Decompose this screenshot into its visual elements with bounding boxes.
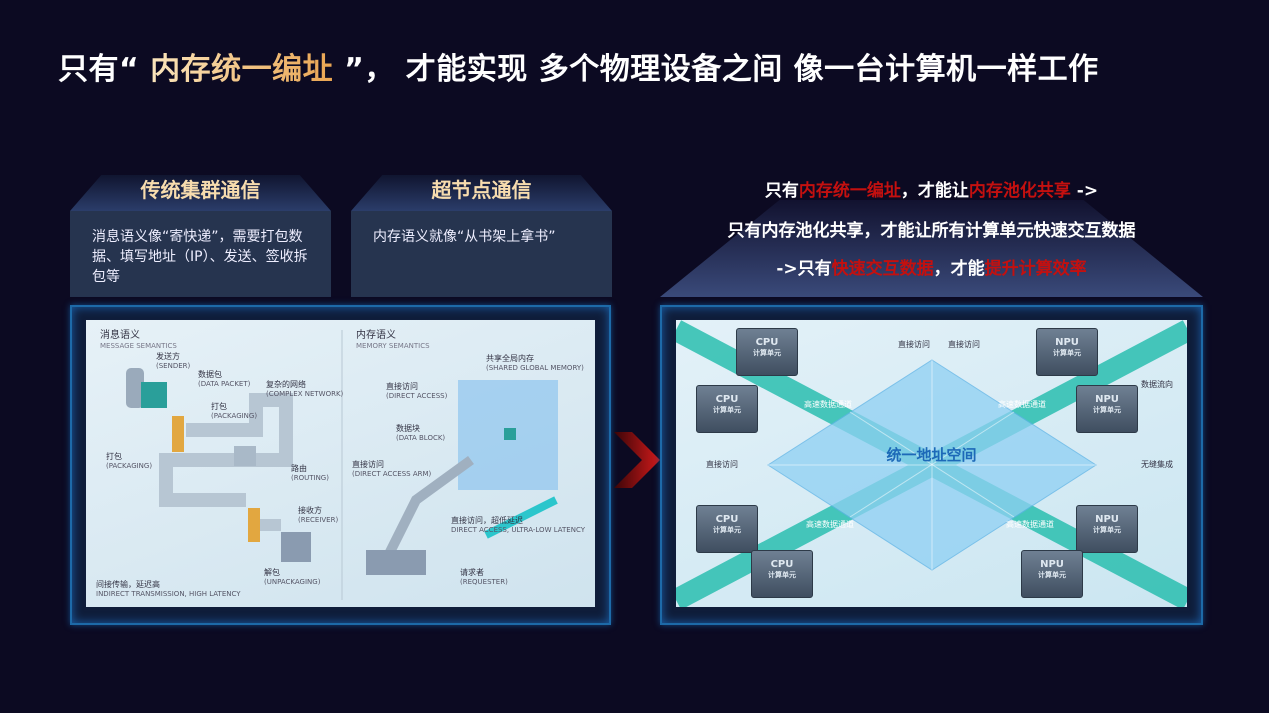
chip-name: NPU [1095,514,1119,525]
channel-label: 高速数据通道 [998,400,1046,409]
robot-icon [126,368,144,408]
slide-title: 只有“ 内存统一编址 ”， 才能实现 多个物理设备之间 像一台计算机一样工作 [58,52,1099,87]
label: 直接访问(DIRECT ACCESS) [386,382,448,400]
chip-sub: 计算单元 [1093,526,1121,534]
statement-line-2: 只有内存池化共享，才能让所有计算单元快速交互数据 [727,221,1136,241]
card-body: 内存语义就像“从书架上拿书” [351,211,612,297]
chip-name: CPU [770,559,794,570]
label: 请求者(REQUESTER) [460,568,508,586]
text-segment: ->只有 [776,259,832,279]
chip-name: CPU [715,394,739,405]
card-supernode: 超节点通信 内存语义就像“从书架上拿书” [351,175,612,297]
label: 复杂的网络(COMPLEX NETWORK) [266,380,344,398]
label: 路由(ROUTING) [291,464,329,482]
statement-line-3: ->只有快速交互数据，才能提升计算效率 [660,254,1203,279]
annotation: 直接访问 [706,460,738,469]
annotation: 直接访问 [948,340,980,349]
annotation: 直接访问 [898,340,930,349]
chip-name: NPU [1095,394,1119,405]
chip-sub: 计算单元 [713,526,741,534]
chip-name: CPU [715,514,739,525]
chip-sub: 计算单元 [1093,406,1121,414]
chip-sub: 计算单元 [1038,571,1066,579]
card-title: 超节点通信 [431,178,532,202]
chip-sub: 计算单元 [753,349,781,357]
statement-line-1: 只有内存统一编址，才能让内存池化共享 -> [660,176,1203,201]
right-header-trapezoid [660,200,1203,297]
highlight-text: 提升计算效率 [984,259,1087,279]
text-segment: ，才能让 [900,181,969,201]
label: 接收方(RECEIVER) [298,506,339,524]
highlight-text: 内存统一编址 [798,181,901,201]
label: 直接访问(DIRECT ACCESS ARM) [352,460,432,478]
card-title: 传统集群通信 [140,178,261,202]
label: 发送方(SENDER) [156,352,191,370]
chip-name: NPU [1040,559,1064,570]
channel-label: 高速数据通道 [804,400,852,409]
text-segment: -> [1070,181,1099,201]
label: 打包(PACKAGING) [211,402,258,420]
chevron-right-icon [614,432,660,488]
chip-sub: 计算单元 [768,571,796,579]
label: 解包(UNPACKAGING) [264,568,321,586]
annotation: 无缝集成 [1141,460,1173,469]
text-segment: 只有 [764,181,799,201]
chip-name: CPU [755,337,779,348]
label: 打包(PACKAGING) [106,452,153,470]
chip-name: NPU [1055,337,1079,348]
chip-sub: 计算单元 [713,406,741,414]
channel-label: 高速数据通道 [806,520,854,529]
text-segment: ，才能 [933,259,985,279]
channel-label: 高速数据通道 [1006,520,1054,529]
label: 共享全局内存(SHARED GLOBAL MEMORY) [486,354,584,372]
card-traditional-cluster: 传统集群通信 消息语义像“寄快递”，需要打包数据、填写地址（IP）、发送、签收拆… [70,175,331,297]
highlight-text: 快速交互数据 [831,259,934,279]
annotation: 数据流向 [1141,380,1173,389]
chip-sub: 计算单元 [1053,349,1081,357]
unified-address-space-label: 统一地址空间 [886,446,977,464]
card-body: 消息语义像“寄快递”，需要打包数据、填写地址（IP）、发送、签收拆包等 [70,211,331,297]
label: 数据包(DATA PACKET) [198,370,251,388]
label: 数据块(DATA BLOCK) [396,424,446,442]
highlight-text: 内存池化共享 [968,181,1071,201]
